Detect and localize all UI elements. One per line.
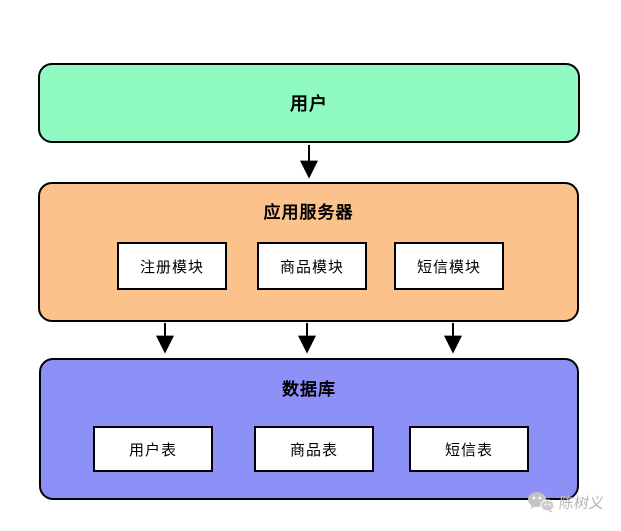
register-module-box: 注册模块 (117, 242, 227, 290)
product-table-box: 商品表 (254, 426, 374, 472)
watermark-text: 陈树义 (557, 494, 606, 512)
app-server-node: 应用服务器 注册模块 商品模块 短信模块 (38, 182, 579, 322)
user-node-label: 用户 (290, 94, 328, 114)
watermark: 陈树义 (527, 491, 606, 513)
user-table-box: 用户表 (93, 426, 213, 472)
sms-table-box: 短信表 (409, 426, 529, 472)
database-node: 数据库 用户表 商品表 短信表 (39, 358, 579, 500)
wechat-bubbles-icon (528, 492, 555, 513)
app-server-node-label: 应用服务器 (263, 203, 354, 222)
database-node-label: 数据库 (282, 380, 336, 399)
product-module-box: 商品模块 (257, 242, 367, 290)
user-node: 用户 (38, 63, 580, 143)
sms-module-box: 短信模块 (394, 242, 504, 290)
